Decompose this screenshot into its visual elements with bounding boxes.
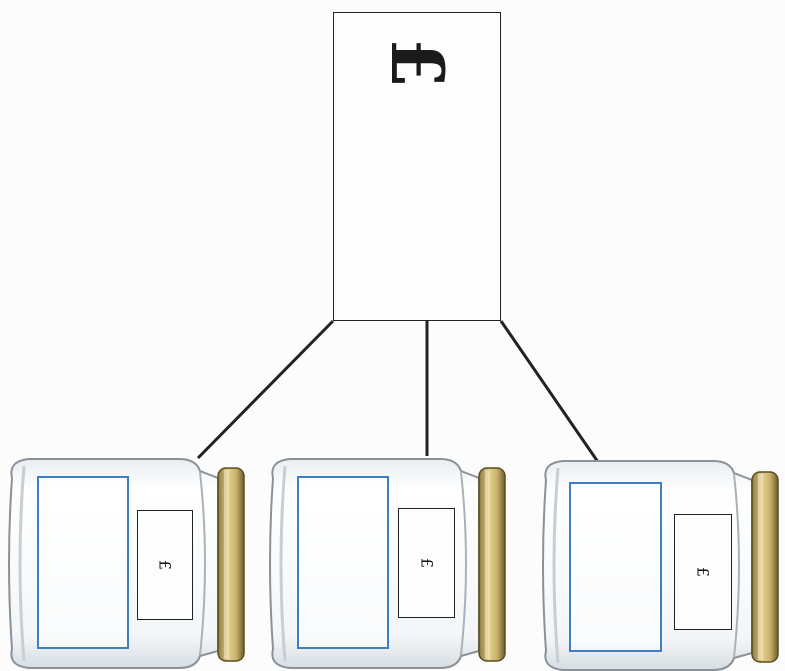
- jar-2-answer-box[interactable]: [297, 476, 389, 649]
- jar-3-answer-box[interactable]: [569, 482, 662, 652]
- jar-1-currency-symbol: £: [155, 559, 175, 571]
- total-currency-symbol: £: [375, 37, 460, 89]
- jar-3: £: [538, 458, 785, 671]
- jar-1-answer-box[interactable]: [37, 476, 129, 649]
- total-amount-box[interactable]: £: [333, 12, 501, 321]
- jar-2-currency-symbol: £: [417, 557, 436, 569]
- connector-left: [196, 319, 335, 460]
- jar-1-price-tag[interactable]: £: [137, 510, 193, 620]
- jar-3-currency-symbol: £: [693, 566, 713, 578]
- jar-3-price-tag[interactable]: £: [674, 514, 732, 630]
- jar-2-price-tag[interactable]: £: [398, 508, 455, 618]
- jar-2: £: [265, 456, 515, 671]
- jar-1: £: [4, 456, 254, 671]
- connector-right: [499, 320, 600, 463]
